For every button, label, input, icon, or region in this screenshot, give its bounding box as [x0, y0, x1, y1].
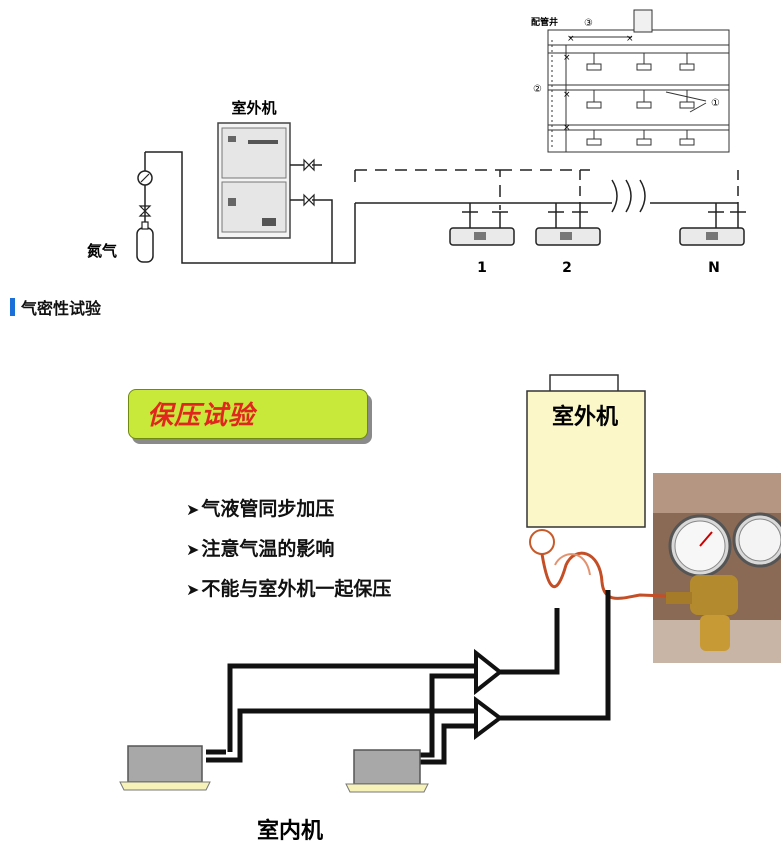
arrow-bullet-icon: ➤	[186, 500, 200, 519]
inset-marker-3: ③	[584, 18, 593, 29]
indoor-unit-1	[449, 211, 515, 246]
note-item: ➤不能与室外机一起保压	[186, 576, 391, 616]
pipe-break-mark	[611, 179, 646, 213]
section-heading-text: 气密性试验	[21, 299, 102, 318]
svg-text:×: ×	[563, 123, 571, 133]
indoor-unit-label-n: N	[708, 260, 720, 276]
indoor-unit-label: 室内机	[257, 818, 323, 844]
outdoor-unit-box	[526, 390, 646, 528]
pressure-gauge-photo	[653, 473, 781, 663]
indoor-unit-label-1: 1	[477, 260, 487, 276]
pressure-test-badge-text: 保压试验	[147, 401, 256, 431]
pressure-hold-diagram: 室外机 室内机	[119, 374, 781, 844]
outdoor-unit	[217, 122, 291, 239]
pressure-gauge-icon	[137, 170, 153, 186]
nitrogen-cylinder-icon	[136, 221, 154, 263]
inset-marker-1: ①	[711, 98, 720, 109]
svg-text:×: ×	[567, 34, 575, 44]
arrow-bullet-icon: ➤	[186, 580, 200, 599]
svg-text:×: ×	[626, 34, 634, 44]
arrow-bullet-icon: ➤	[186, 540, 200, 559]
svg-text:×: ×	[563, 90, 571, 100]
pipe-shaft-inset: × × × × ×	[547, 9, 730, 153]
pipe-shaft-label: 配管井	[531, 16, 558, 28]
inset-marker-2: ②	[533, 84, 542, 95]
note-item: ➤气液管同步加压	[186, 496, 391, 536]
pressure-test-badge: 保压试验	[128, 389, 368, 439]
note-item: ➤注意气温的影响	[186, 536, 391, 576]
indoor-unit-n	[679, 211, 746, 246]
notes-list: ➤气液管同步加压 ➤注意气温的影响 ➤不能与室外机一起保压	[186, 496, 391, 616]
section-heading-bar	[10, 298, 15, 316]
indoor-cassette-unit-2	[345, 749, 429, 793]
note-text: 不能与室外机一起保压	[201, 578, 392, 600]
indoor-unit-2	[535, 211, 601, 246]
service-valve-icon	[303, 158, 315, 207]
svg-text:×: ×	[563, 53, 571, 63]
nitrogen-label: 氮气	[87, 242, 117, 260]
outdoor-unit-label: 室外机	[231, 99, 276, 117]
top-refrigerant-diagram: 室外机 氮气	[87, 9, 746, 276]
outdoor-unit-box-label: 室外机	[552, 404, 618, 430]
indoor-unit-label-2: 2	[562, 260, 572, 276]
note-text: 气液管同步加压	[201, 498, 335, 520]
indoor-cassette-unit-1	[119, 745, 211, 791]
section-heading: 气密性试验	[10, 296, 101, 318]
note-text: 注意气温的影响	[201, 538, 335, 560]
